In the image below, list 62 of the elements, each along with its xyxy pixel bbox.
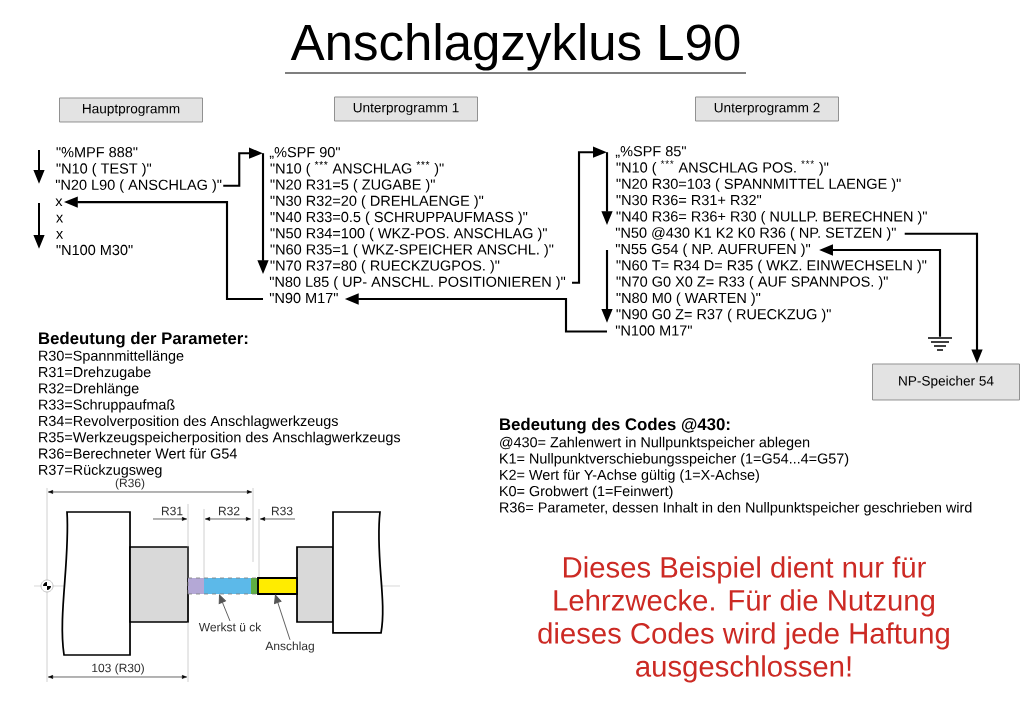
code-line: "N50 @430 K1 K2 K0 R36 ( NP. SETZEN )" <box>615 227 896 241</box>
code-line: "N60 T= R34 D= R35 ( WKZ. EINWECHSELN )" <box>616 259 927 274</box>
code-line: "N20 R31=5 ( ZUGABE )" <box>270 179 435 193</box>
dimension-label: R33 <box>272 506 293 516</box>
parameter-text: R32=Drehlänge <box>39 382 139 397</box>
code-line: x <box>56 231 64 239</box>
code-line: "N40 R36= R36+ R30 ( NULLP. BERECHNEN )" <box>616 210 927 225</box>
parameter-text: R31=Drehzugabe <box>39 366 151 380</box>
program-box: Unterprogramm 1 <box>334 96 478 122</box>
workpiece <box>187 577 259 595</box>
code-line: "N10 ( $^{***}$ ANSCHLAG POS. $^{***}$ )" <box>616 160 829 176</box>
code-line: "N90 M17" <box>269 292 338 304</box>
parameter-text: R35=Werkzeugspeicherposition des Anschlagwerkzeugs <box>39 431 401 446</box>
code-line: "N40 R33=0.5 ( SCHRUPPAUFMASS )" <box>270 211 528 225</box>
code-line: "N20 R30=103 ( SPANNMITTEL LAENGE )" <box>616 178 901 192</box>
dimension-label: R32 <box>219 506 240 516</box>
dimension-label: R31 <box>162 506 183 516</box>
part-label: Werkst ü ck <box>198 622 262 632</box>
warning-text: Dieses Beispiel dient nur für Lehrzwecke. Für die Nutzung dieses Codes wird jede Haftung ausgeschlossen! <box>538 556 949 683</box>
code-line: x <box>56 214 64 223</box>
program-box: Unterprogramm 2 <box>695 96 839 122</box>
code-line: "N10 ( $^{***}$ ANSCHLAG $^{***}$ )" <box>270 161 444 177</box>
leader-line <box>274 594 291 641</box>
note-text: @430= Zahlenwert in Nullpunktspeicher ablegen <box>500 436 810 451</box>
code-line: "N10 ( TEST )" <box>56 163 152 177</box>
leader-line <box>218 594 231 622</box>
heading: Bedeutung der Parameter: <box>39 331 248 348</box>
code-line: "N100 M17" <box>615 325 692 336</box>
code-line: "N80 L85 ( UP- ANSCHL. POSITIONIEREN )" <box>269 276 566 290</box>
note-text: K2= Wert für Y-Achse gültig (1=X-Achse) <box>500 469 759 483</box>
note-text: R36= Parameter, dessen Inhalt in den Nullpunktspeicher geschrieben wird <box>500 501 972 516</box>
code-line: "N70 R37=80 ( RUECKZUGPOS. )" <box>270 260 500 274</box>
code-line: "N80 M0 ( WARTEN )" <box>616 292 761 306</box>
parameter-text: R33=Schruppaufmaß <box>39 399 175 413</box>
parameter-text: R36=Berechneter Wert für G54 <box>39 448 237 459</box>
code-line: "N30 R36= R31+ R32" <box>616 194 762 206</box>
dimension-label: 103 (R30) <box>92 663 144 675</box>
parameter-text: R30=Spannmittellänge <box>39 350 184 364</box>
note-text: K0= Grobwert (1=Feinwert) <box>500 485 673 500</box>
code-line: "N100 M30" <box>56 244 133 256</box>
code-line: „%SPF 85" <box>615 146 686 159</box>
stop-block <box>257 577 298 595</box>
parameter-text: R34=Revolverposition des Anschlagwerkzeugs <box>39 415 338 429</box>
program-box: Hauptprogramm <box>59 97 203 123</box>
code-line: "N55 G54 ( NP. AUFRUFEN )" <box>615 243 811 257</box>
code-line: "%MPF 888" <box>56 147 138 158</box>
ground-symbol <box>927 337 953 351</box>
code-line: "N30 R32=20 ( DREHLAENGE )" <box>270 195 484 209</box>
code-line: "N60 R35=1 ( WKZ-SPEICHER ANSCHL. )" <box>270 243 554 258</box>
memory-box: NP-Speicher 54 <box>872 363 1020 401</box>
code-line: "N90 G0 Z= R37 ( RUECKZUG )" <box>616 308 831 323</box>
title: Anschlagzyklus L90 <box>290 23 740 71</box>
part-label: Anschlag <box>265 641 314 653</box>
heading: Bedeutung des Codes @430: <box>500 417 730 434</box>
note-text: K1= Nullpunktverschiebungsspeicher (1=G54...4=G57) <box>500 453 849 467</box>
dimension-label: (R36) <box>115 478 145 490</box>
code-line: „%SPF 90" <box>269 147 340 160</box>
code-line: "N50 R34=100 ( WKZ-POS. ANSCHLAG )" <box>270 227 547 242</box>
code-line: "N70 G0 X0 Z= R33 ( AUF SPANNPOS. )" <box>616 276 888 290</box>
code-line: x <box>55 198 63 207</box>
parameter-text: R37=Rückzugsweg <box>39 464 162 478</box>
code-line: "N20 L90 ( ANSCHLAG )" <box>55 179 222 193</box>
